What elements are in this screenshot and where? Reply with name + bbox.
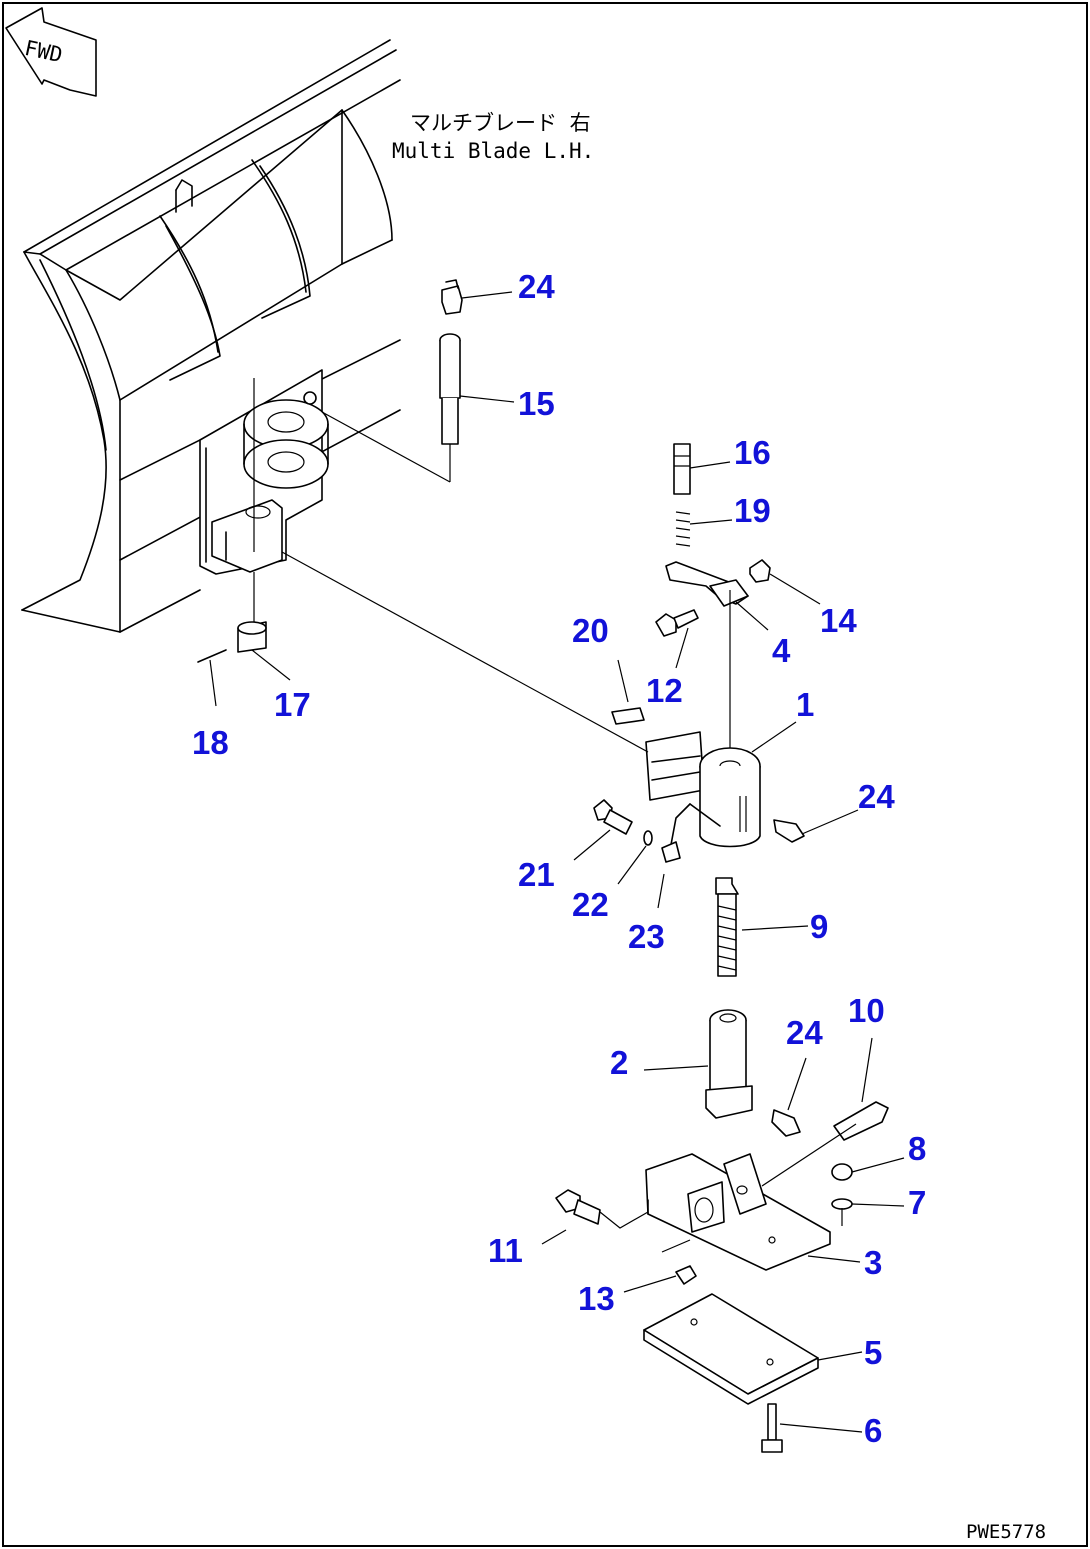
callout-15: 15 [518, 385, 555, 422]
base-3 [645, 1153, 831, 1271]
callout-3: 3 [864, 1244, 882, 1281]
callout-18: 18 [192, 724, 229, 761]
bolt-12 [655, 609, 699, 637]
washer-22 [643, 830, 653, 846]
callout-11: 11 [488, 1232, 523, 1269]
bolt-9 [715, 877, 739, 977]
callout-4: 4 [772, 632, 791, 669]
bolt-21 [593, 799, 633, 835]
pin-15 [439, 333, 461, 482]
pin-10 [833, 1101, 889, 1141]
bolt-16 [673, 443, 691, 495]
grease-fitting-24-mid [773, 819, 805, 843]
hinge-bracket [199, 369, 329, 575]
collar-17 [237, 621, 267, 653]
assembly-lines [253, 411, 857, 1253]
callout-21: 21 [518, 856, 555, 893]
leader-lines [251, 291, 905, 1433]
nut-13 [675, 1265, 697, 1285]
plate-4 [665, 561, 749, 607]
callout-8: 8 [908, 1130, 926, 1167]
callout-19: 19 [734, 492, 771, 529]
bolt-6 [761, 1403, 783, 1453]
pad-5 [643, 1293, 819, 1405]
callout-5: 5 [864, 1334, 882, 1371]
caption-english: Multi Blade L.H. [392, 139, 594, 163]
callout-13: 13 [578, 1280, 615, 1317]
callout-17: 17 [274, 686, 311, 723]
callout-1: 1 [796, 686, 814, 723]
washer-23 [661, 841, 681, 863]
holder-1 [645, 731, 761, 851]
callout-20: 20 [572, 612, 609, 649]
bolt-11 [555, 1189, 601, 1225]
callout-24: 24 [786, 1014, 823, 1051]
spring-19 [675, 511, 691, 547]
callout-22: 22 [572, 886, 609, 923]
grease-fitting-top [441, 279, 463, 315]
callout-7: 7 [908, 1184, 926, 1221]
callout-14: 14 [820, 602, 857, 639]
nut-14 [749, 559, 771, 583]
collar-8 [831, 1163, 853, 1181]
callout-9: 9 [810, 908, 828, 945]
callout-2: 2 [610, 1044, 628, 1081]
cylinder-2 [705, 1009, 753, 1119]
callout-6: 6 [864, 1412, 882, 1449]
callout-16: 16 [734, 434, 771, 471]
callouts: 24 15 16 19 14 4 20 12 1 17 18 24 21 22 … [192, 268, 926, 1449]
callout-10: 10 [848, 992, 885, 1029]
callout-23: 23 [628, 918, 665, 955]
callout-24: 24 [518, 268, 555, 305]
washer-7 [831, 1198, 853, 1226]
caption-japanese: マルチブレード 右 [410, 111, 591, 135]
callout-24: 24 [858, 778, 895, 815]
drawing-code: PWE5778 [966, 1521, 1046, 1543]
callout-12: 12 [646, 672, 683, 709]
pin-18 [197, 649, 227, 707]
grease-fitting-24-low [771, 1109, 801, 1137]
pin-20 [611, 707, 645, 725]
fwd-arrow-icon: FWD [5, 7, 97, 97]
